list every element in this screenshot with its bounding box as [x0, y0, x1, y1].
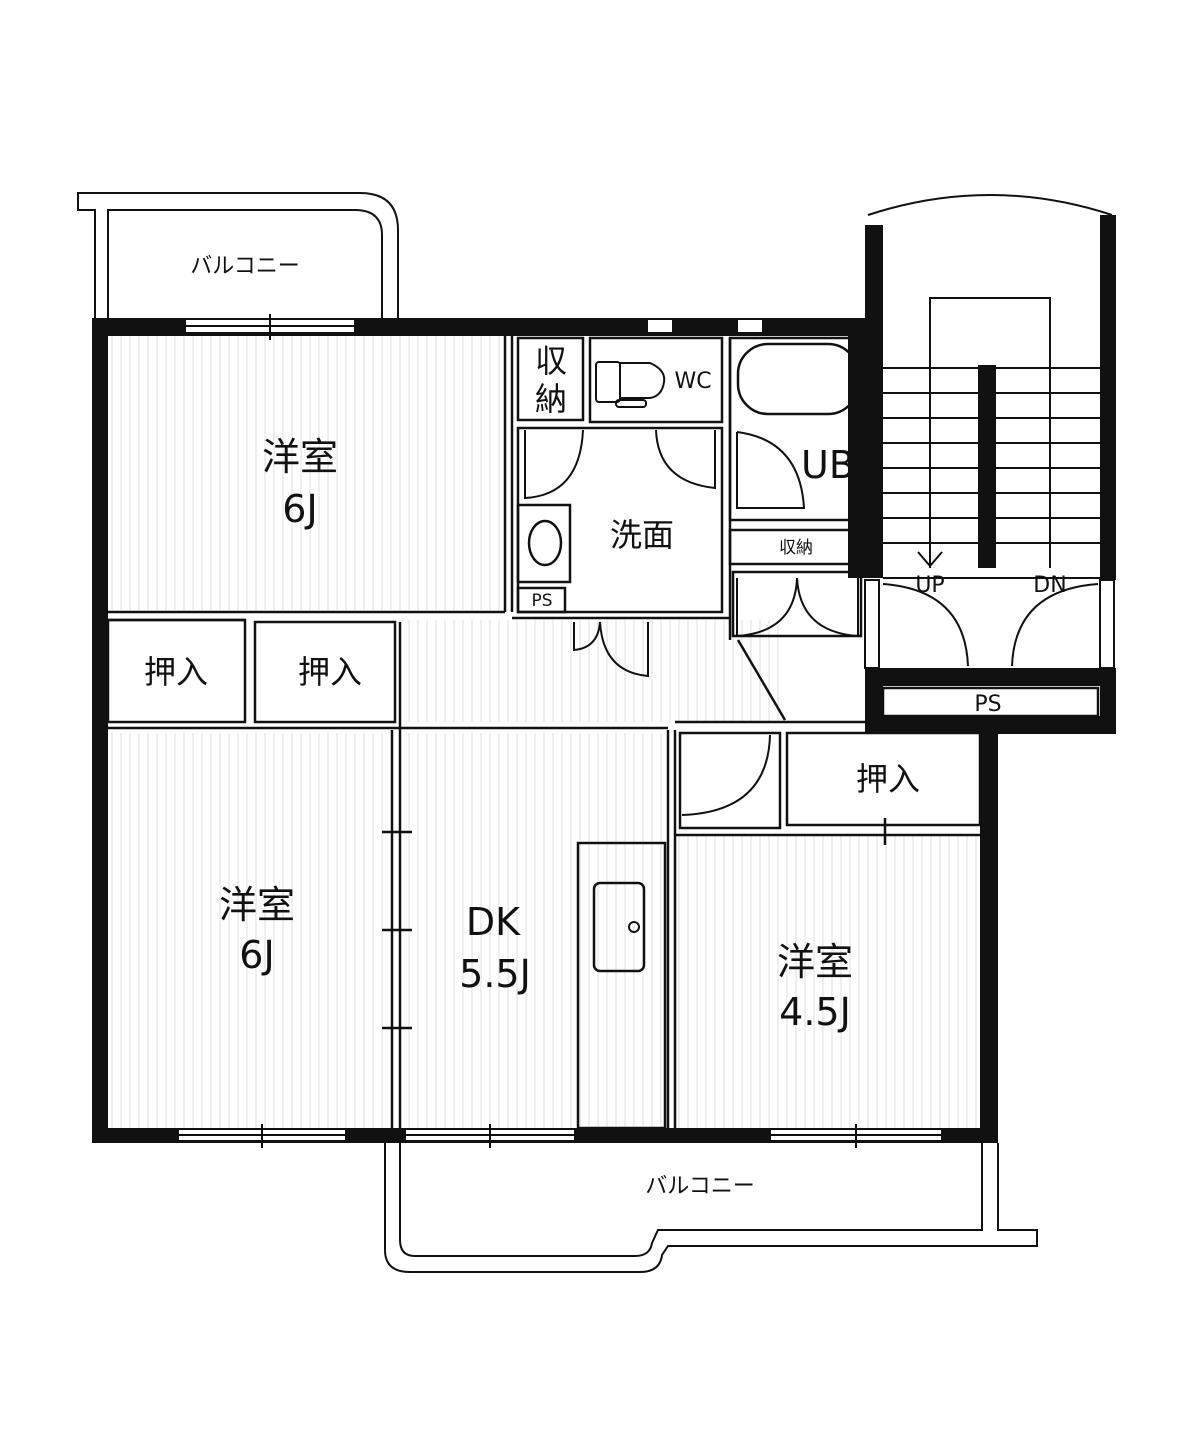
interior-walls	[106, 336, 982, 1128]
bathtub-icon	[736, 342, 860, 416]
windows	[177, 314, 943, 1148]
balcony-top-label: バルコニー	[190, 254, 300, 279]
dk-name: DK	[466, 900, 521, 944]
storage-top-label-1: 収	[535, 342, 567, 380]
room-labels: 洋室 6J 洋室 6J DK 5.5J 洋室 4.5J 収 納 WC UB 洗面…	[144, 342, 1067, 1034]
room-top-left-name: 洋室	[262, 435, 338, 479]
wc-label: WC	[674, 369, 711, 394]
balcony-bottom: バルコニー	[384, 1143, 1038, 1273]
room-bottom-right-name: 洋室	[777, 940, 853, 984]
stair-treads	[883, 367, 1100, 544]
bath-label: UB	[801, 443, 855, 487]
closet-1-label: 押入	[144, 653, 208, 691]
ps-stairs-label: PS	[974, 692, 1001, 717]
flooring	[108, 336, 980, 1128]
room-top-left-size: 6J	[282, 487, 317, 531]
storage-top-label-2: 納	[535, 380, 567, 418]
storage-small-label: 収納	[779, 538, 813, 558]
balcony-bottom-label: バルコニー	[645, 1174, 755, 1199]
ps-washroom-label: PS	[531, 591, 552, 611]
balcony-top: バルコニー	[77, 192, 399, 318]
closet-3-label: 押入	[856, 760, 920, 798]
kitchen-counter	[576, 841, 667, 1130]
room-bottom-left-name: 洋室	[219, 883, 295, 927]
staircase	[864, 194, 1116, 734]
closet-2-label: 押入	[298, 653, 362, 691]
dk-size: 5.5J	[459, 952, 531, 996]
washroom-label: 洗面	[610, 516, 674, 554]
stairs-up-label: UP	[915, 573, 944, 598]
stairs-down-label: DN	[1033, 573, 1066, 598]
toilet-icon	[595, 361, 666, 408]
room-bottom-left-size: 6J	[239, 933, 274, 977]
room-bottom-right-size: 4.5J	[779, 990, 851, 1034]
